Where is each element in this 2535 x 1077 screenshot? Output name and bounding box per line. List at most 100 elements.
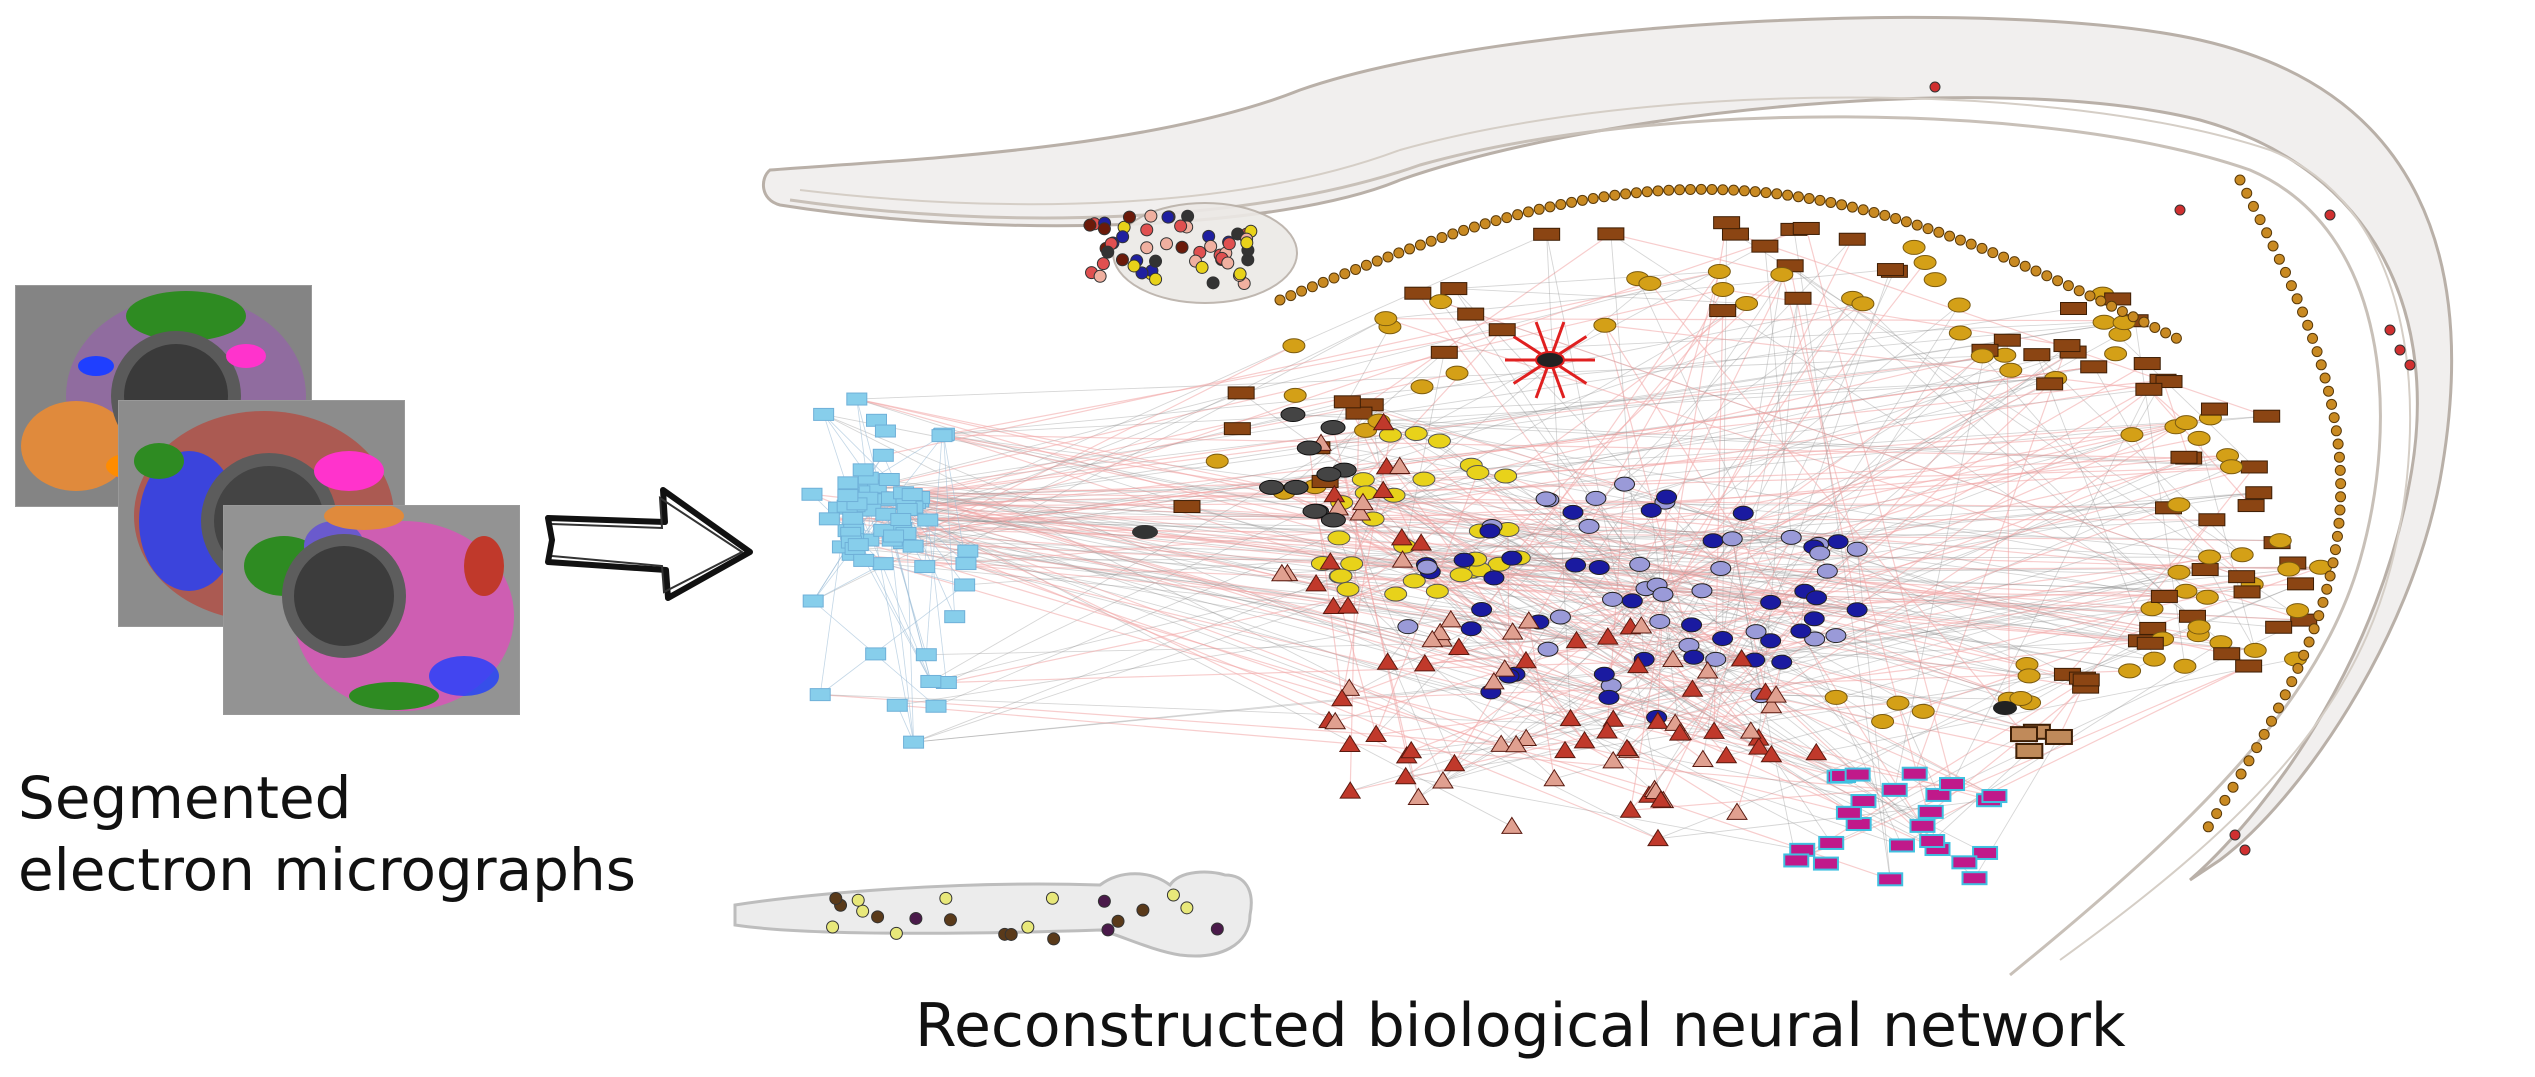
gold-neuron-node	[2243, 642, 2267, 658]
connection-edge	[1437, 590, 1965, 863]
blue-neuron-node	[846, 392, 868, 406]
blue-neuron-node	[925, 699, 947, 713]
brown-neuron-node	[2136, 636, 2164, 650]
blue-neuron-node	[944, 610, 966, 624]
tail-neuron-dot	[1180, 901, 1194, 915]
connection-edge	[1324, 481, 1704, 760]
triangle-neuron-node	[1765, 685, 1787, 703]
gold-neuron-node	[1948, 325, 1972, 341]
connection-edge	[883, 270, 1720, 456]
gold-neuron-node	[2017, 668, 2041, 684]
blue-neuron-node	[872, 557, 894, 571]
head-neuron-dot	[1149, 272, 1163, 286]
body-neuron-dot	[2019, 260, 2031, 272]
body-neuron-dot	[1630, 187, 1642, 199]
body-neuron-dot	[2335, 478, 2347, 490]
connection-edge	[851, 366, 2094, 543]
navy-neuron-node	[1640, 502, 1662, 518]
body-neuron-dot	[1328, 272, 1340, 284]
body-neuron-dot	[1274, 294, 1286, 306]
body-neuron-dot	[1533, 203, 1545, 215]
brown-neuron-node	[2287, 577, 2315, 591]
brown-neuron-node	[1713, 216, 1741, 230]
gold-neuron-node	[1735, 295, 1759, 311]
connection-edge	[1604, 325, 1695, 658]
blue-neuron-node	[901, 488, 923, 502]
head-neuron-dot	[1204, 239, 1218, 253]
body-neuron-dot	[1425, 235, 1437, 247]
connection-edge	[1632, 600, 1858, 611]
gold-neuron-node	[2142, 651, 2166, 667]
body-neuron-dot	[2116, 305, 2128, 317]
connection-edge	[857, 486, 1751, 732]
navy-neuron-node	[1614, 476, 1636, 492]
body-neuron-dot	[1317, 276, 1329, 288]
connection-edge	[1341, 616, 1561, 700]
triangle-neuron-node	[1270, 563, 1293, 582]
body-neuron-dot	[2243, 755, 2255, 767]
triangle-neuron-node	[1649, 790, 1672, 808]
left-caption: Segmented electron micrographs	[18, 762, 636, 906]
blue-neuron-node	[917, 513, 939, 527]
triangle-neuron-node	[1349, 503, 1372, 521]
blue-neuron-node	[813, 407, 835, 421]
connection-edge	[1271, 486, 1840, 778]
magenta-neuron-node	[1850, 794, 1877, 809]
connection-edge	[1424, 637, 1723, 665]
connection-edge	[943, 434, 2189, 459]
triangle-neuron-node	[1443, 753, 1466, 772]
head-neuron-dot	[1144, 209, 1158, 223]
connection-edge	[868, 477, 1513, 633]
gold-neuron-node	[1913, 255, 1937, 271]
head-neuron-dot	[1206, 276, 1220, 290]
body-neuron-dot	[2170, 332, 2182, 344]
dark-neuron-node	[1320, 512, 1346, 528]
tail-neuron-dot	[939, 891, 953, 905]
gold-neuron-node	[2167, 497, 2191, 513]
body-neuron-dot	[2334, 464, 2346, 476]
connection-edge	[823, 414, 864, 471]
bridge-neuron-node	[1132, 525, 1158, 539]
triangle-neuron-node	[1394, 766, 1417, 785]
yellow-neuron-node	[1329, 568, 1353, 584]
connection-edge	[907, 509, 1374, 520]
body-neuron-dot	[1771, 188, 1783, 200]
connection-edge	[856, 398, 2087, 681]
gold-neuron-node	[2173, 658, 2197, 674]
body-neuron-dot	[1846, 201, 1858, 213]
connection-edge	[853, 539, 1473, 572]
head-neuron-dot	[1116, 230, 1130, 244]
brown-neuron-node	[2265, 620, 2293, 634]
connection-edge	[1514, 265, 1791, 675]
triangle-neuron-node	[1413, 653, 1436, 672]
body-neuron-dot	[1879, 209, 1891, 221]
triangle-neuron-node	[1421, 629, 1444, 648]
brown-neuron-node	[2233, 585, 2261, 599]
dark-neuron-node	[1280, 407, 1306, 423]
navy-neuron-node	[1691, 583, 1713, 599]
dark-neuron-node	[1296, 440, 1322, 456]
triangle-neuron-node	[1388, 456, 1411, 474]
brown-neuron-node	[1709, 304, 1737, 318]
body-neuron-dot	[2279, 266, 2291, 278]
triangle-neuron-node	[1324, 711, 1347, 730]
connection-edge	[1731, 538, 1756, 661]
body-neuron-dot	[1339, 268, 1351, 280]
navy-neuron-node	[1535, 491, 1557, 507]
gold-neuron-node	[1410, 379, 1434, 395]
connection-edge	[924, 519, 929, 567]
connection-edge	[903, 492, 1374, 520]
connection-edge	[1554, 608, 2153, 780]
triangle-neuron-node	[1596, 721, 1618, 739]
body-neuron-dot	[1890, 212, 1902, 224]
magenta-neuron-node	[1888, 838, 1915, 853]
yellow-neuron-node	[1402, 573, 1426, 589]
connection-edge	[1608, 658, 1716, 698]
body-neuron-dot	[2319, 372, 2331, 384]
connection-edge	[853, 539, 1350, 689]
connection-edge	[1713, 426, 2177, 732]
tail-neuron-dot	[871, 910, 885, 924]
connection-edge	[1458, 271, 1720, 648]
body-neuron-dot	[1684, 183, 1696, 195]
magenta-neuron-node	[1939, 777, 1966, 792]
